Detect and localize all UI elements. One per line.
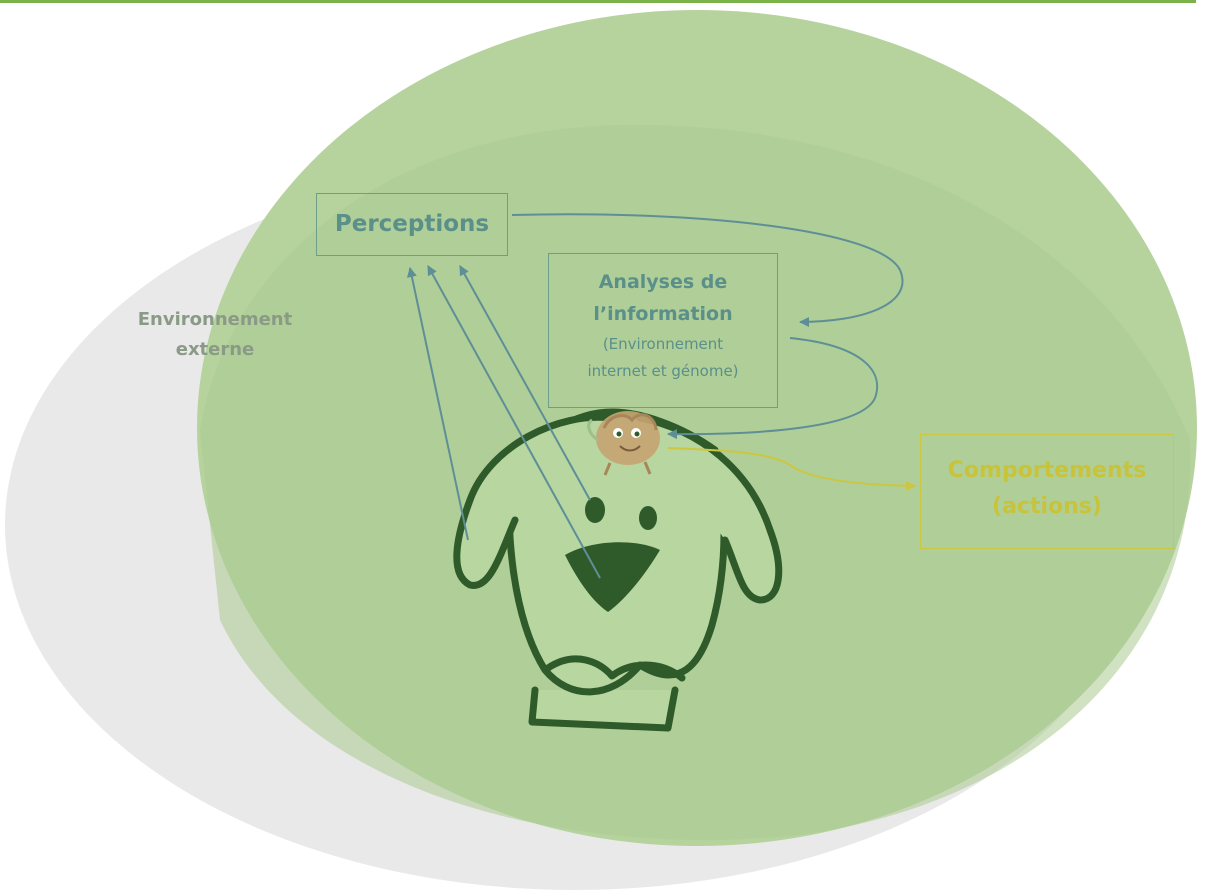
behaviours-box: Comportements (actions) <box>920 434 1174 549</box>
dog-body <box>528 686 679 732</box>
analyses-subtitle-line-1: (Environnement <box>602 335 724 353</box>
arrow-perceptions-to-analyses <box>511 213 904 327</box>
perceptions-label: Perceptions <box>334 211 490 237</box>
brain-character <box>587 411 660 476</box>
analyses-title-line-2: l’information <box>593 303 733 325</box>
behaviours-line-1: Comportements <box>947 458 1147 483</box>
environment-line-1: Environnement <box>137 309 293 330</box>
arrow-eye-to-perceptions <box>459 265 591 501</box>
behaviours-line-2: (actions) <box>992 494 1102 519</box>
environment-line-2: externe <box>175 339 255 360</box>
dog-left-ear <box>453 413 614 589</box>
dog-mouth <box>544 655 686 682</box>
arrow-ear-to-perceptions <box>406 267 469 541</box>
dog-right-ear <box>636 414 783 604</box>
external-environment-label: Environnement externe <box>100 305 330 365</box>
dog-left-eye <box>585 497 605 523</box>
brain-icon <box>596 411 660 465</box>
dog-illustration <box>453 408 783 732</box>
dog-right-eye <box>639 506 657 530</box>
arrow-nose-to-perceptions <box>427 265 601 579</box>
perceptions-box: Perceptions <box>316 193 508 256</box>
analyses-box: Analyses de l’information (Environnement… <box>548 253 778 408</box>
analyses-subtitle-line-2: internet et génome) <box>587 362 739 380</box>
arrow-brain-to-behaviours <box>667 447 916 491</box>
analyses-title-line-1: Analyses de <box>598 271 728 293</box>
top-rule <box>0 0 1196 3</box>
arrow-analyses-to-brain <box>667 337 879 440</box>
